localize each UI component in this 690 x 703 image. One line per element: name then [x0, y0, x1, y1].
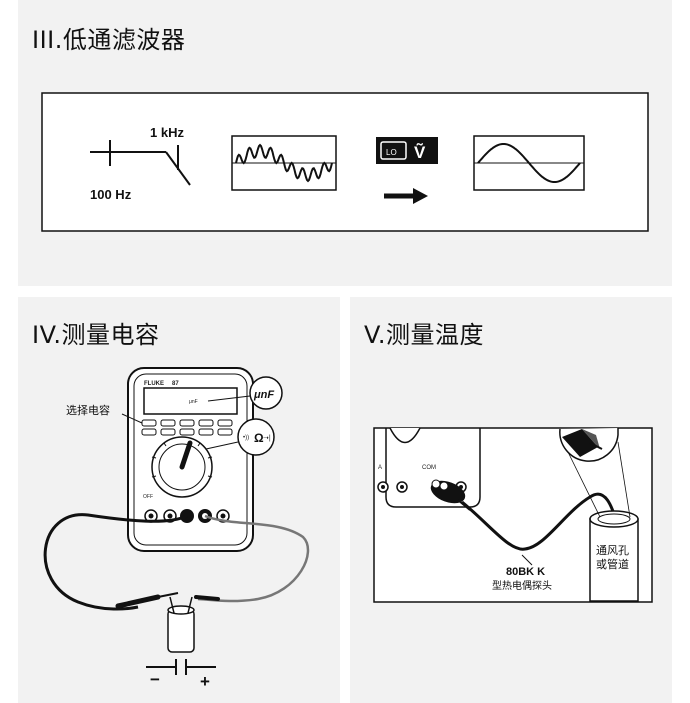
black-test-lead	[43, 513, 188, 611]
model-label: 87	[172, 381, 179, 387]
section-title-temperature: V.测量温度	[364, 321, 484, 349]
meter-partial-body	[385, 428, 481, 508]
lo-button-label: LO	[386, 148, 397, 157]
section-title-lowpass: III.低通滤波器	[32, 26, 186, 54]
arrow-right-icon	[384, 188, 428, 204]
probe-model-label: 80BK K	[506, 566, 545, 578]
thermocouple-connector-icon	[430, 479, 471, 511]
red-probe	[194, 595, 220, 601]
capacitance-panel: IV.测量电容 FLUKE 87 μnF OFF	[18, 297, 340, 703]
meter-buttons	[141, 419, 233, 436]
svg-text:•)): •))	[243, 435, 249, 441]
duct-label-line2: 或管道	[596, 557, 629, 571]
meter-dial-partial	[389, 427, 421, 444]
duct-label-line1: 通风孔	[596, 544, 629, 557]
select-capacitance-label: 选择电容	[66, 403, 110, 417]
unit-callout-label: μnF	[253, 389, 274, 401]
red-test-lead	[197, 514, 310, 603]
filter-response-icon	[90, 140, 191, 186]
unit-callout-bubble	[249, 376, 283, 410]
probe-desc-label: 型热电偶探头	[492, 579, 552, 592]
thermocouple-cable	[461, 492, 620, 551]
clean-wave	[477, 143, 581, 183]
duct-icon	[589, 510, 639, 602]
lowpass-filter-panel: III.低通滤波器 1 kHz 100 Hz LO Ṽ	[18, 0, 672, 286]
capacitor-symbol-icon	[146, 659, 216, 675]
jacks-partial	[377, 481, 467, 493]
freq-high-label: 1 kHz	[150, 125, 184, 140]
mode-callout-label: Ω	[254, 431, 264, 445]
v-ac-symbol: Ṽ	[414, 142, 426, 162]
jack-com-label: COM	[422, 465, 436, 471]
probe-tip-icon	[562, 429, 603, 457]
brand-label: FLUKE	[144, 381, 164, 387]
mode-callout-bubble	[237, 418, 275, 456]
black-probe	[115, 594, 161, 609]
jack-a-label: A	[378, 465, 382, 471]
capacitor-icon	[167, 596, 195, 653]
temperature-diagram: A COM 80BK K	[373, 427, 653, 603]
section-title-capacitance: IV.测量电容	[32, 321, 160, 349]
off-label: OFF	[143, 494, 153, 500]
lowpass-diagram: 1 kHz 100 Hz LO Ṽ	[41, 92, 649, 232]
minus-label: −	[150, 670, 160, 689]
svg-text:➝|: ➝|	[263, 435, 271, 442]
capacitance-diagram: FLUKE 87 μnF OFF	[43, 367, 310, 691]
freq-low-label: 100 Hz	[90, 187, 132, 202]
lo-v-button-icon: LO Ṽ	[376, 137, 438, 164]
plus-label: +	[200, 672, 210, 691]
dial-pointer	[179, 440, 193, 470]
multimeter-display	[143, 387, 238, 415]
temperature-panel: V.测量温度 A COM	[350, 297, 672, 703]
noisy-wave	[235, 143, 333, 183]
dial-ticks	[151, 442, 213, 478]
display-unit: μnF	[189, 399, 198, 405]
